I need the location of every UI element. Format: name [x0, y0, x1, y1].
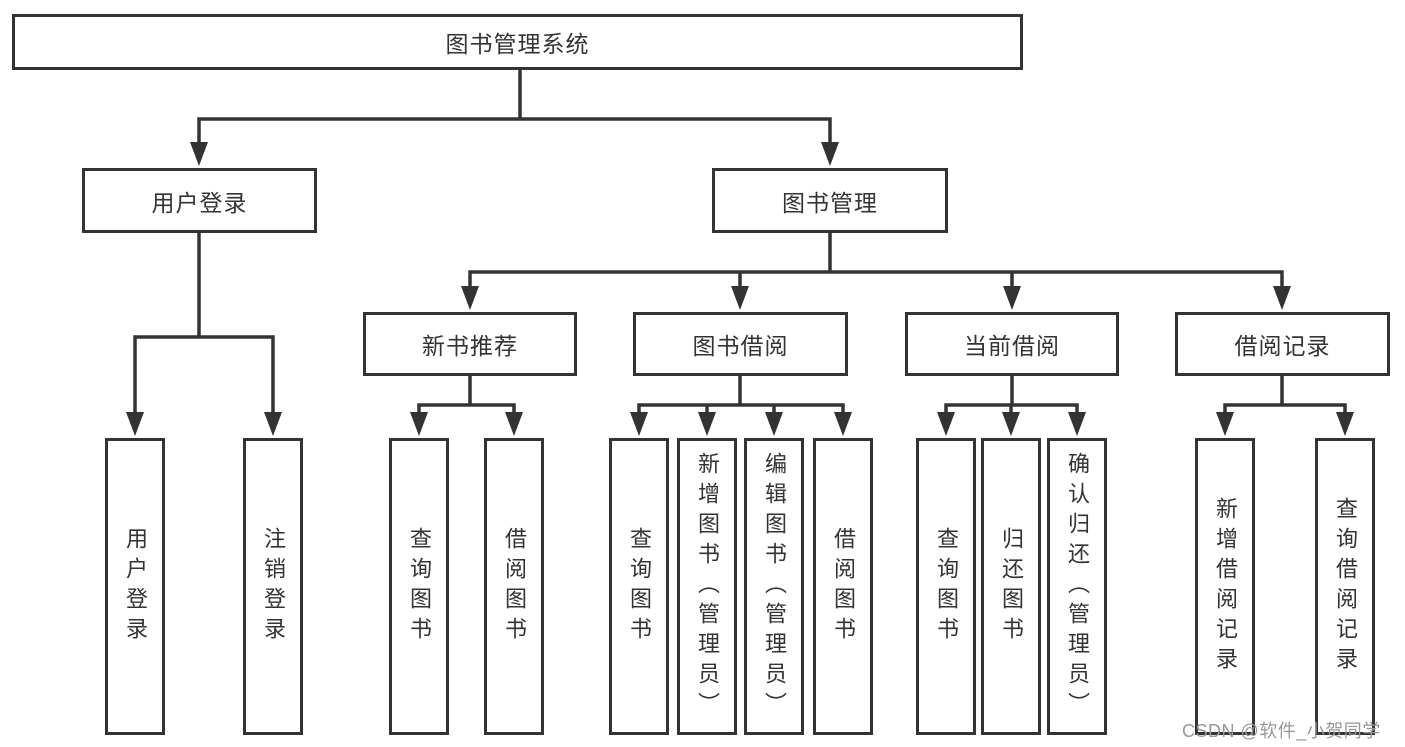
node-label: 当前借阅 [964, 333, 1060, 359]
node-label: 查询图书 [627, 526, 652, 647]
node-query-borrow-record: 查询借阅记录 [1315, 438, 1375, 735]
node-label: 确认归还（管理员） [1065, 451, 1090, 722]
node-borrowing-records: 借阅记录 [1175, 312, 1390, 376]
node-label: 借阅记录 [1234, 333, 1331, 359]
node-label: 归还图书 [999, 526, 1024, 647]
node-user-login-leaf: 用户登录 [105, 438, 165, 735]
node-label: 查询图书 [934, 526, 959, 647]
node-confirm-return-admin: 确认归还（管理员） [1047, 438, 1107, 735]
node-add-borrow-record: 新增借阅记录 [1195, 438, 1255, 735]
node-borrow-books: 借阅图书 [813, 438, 873, 735]
node-library-management-system: 图书管理系统 [12, 14, 1023, 70]
tree-edges [133, 68, 1347, 415]
node-label: 查询图书 [407, 526, 432, 647]
node-return-books: 归还图书 [981, 438, 1041, 735]
node-user-login: 用户登录 [82, 168, 317, 233]
arrow-heads [126, 142, 1354, 436]
node-book-borrowing: 图书借阅 [633, 312, 848, 376]
node-label: 用户登录 [151, 189, 248, 216]
node-query-books-recommend: 查询图书 [389, 438, 449, 735]
node-label: 新书推荐 [422, 333, 518, 359]
node-current-borrowing: 当前借阅 [905, 312, 1119, 376]
node-label: 新增借阅记录 [1213, 496, 1238, 677]
node-label: 图书管理系统 [445, 31, 590, 57]
node-edit-books-admin: 编辑图书（管理员） [744, 438, 804, 735]
node-logout: 注销登录 [243, 438, 303, 735]
node-query-books-current: 查询图书 [916, 438, 976, 735]
node-label: 注销登录 [261, 526, 286, 647]
node-label: 编辑图书（管理员） [762, 451, 787, 722]
node-label: 新增图书（管理员） [695, 451, 720, 722]
node-label: 查询借阅记录 [1333, 496, 1358, 677]
node-new-book-recommendation: 新书推荐 [363, 312, 577, 376]
node-label: 用户登录 [123, 526, 148, 647]
node-label: 图书借阅 [692, 333, 789, 359]
node-query-books-borrow: 查询图书 [609, 438, 669, 735]
node-label: 借阅图书 [502, 526, 527, 647]
node-book-management: 图书管理 [712, 168, 948, 233]
csdn-watermark: CSDN @软件_小贺同学 [1182, 721, 1381, 741]
node-add-books-admin: 新增图书（管理员） [677, 438, 737, 735]
node-label: 图书管理 [782, 189, 878, 216]
node-borrow-books-recommend: 借阅图书 [484, 438, 544, 735]
node-label: 借阅图书 [831, 526, 856, 647]
